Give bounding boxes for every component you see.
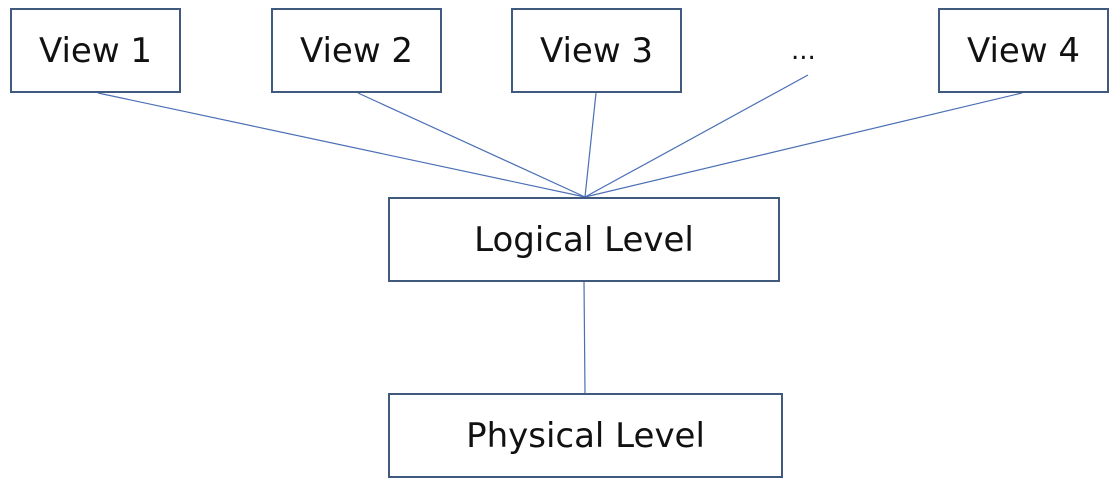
physical-level-label: Physical Level [466, 415, 705, 456]
view-4-box: View 4 [938, 8, 1109, 93]
connector-ellipsis-logical [584, 74, 809, 198]
ellipsis-text: ... [791, 36, 816, 66]
connector-view3-logical [584, 92, 597, 198]
view-3-box: View 3 [511, 8, 682, 93]
view-2-box: View 2 [271, 8, 442, 93]
view-4-label: View 4 [966, 30, 1081, 71]
connector-view4-logical [584, 92, 1023, 198]
view-1-box: View 1 [10, 8, 181, 93]
view-1-label: View 1 [38, 30, 153, 71]
view-3-label: View 3 [539, 30, 654, 71]
logical-level-label: Logical Level [474, 219, 694, 260]
physical-level-box: Physical Level [388, 393, 783, 478]
connector-view2-logical [357, 92, 586, 198]
view-2-label: View 2 [299, 30, 414, 71]
connector-logical-physical [583, 280, 586, 394]
connector-view1-logical [97, 92, 586, 198]
logical-level-box: Logical Level [388, 197, 780, 282]
